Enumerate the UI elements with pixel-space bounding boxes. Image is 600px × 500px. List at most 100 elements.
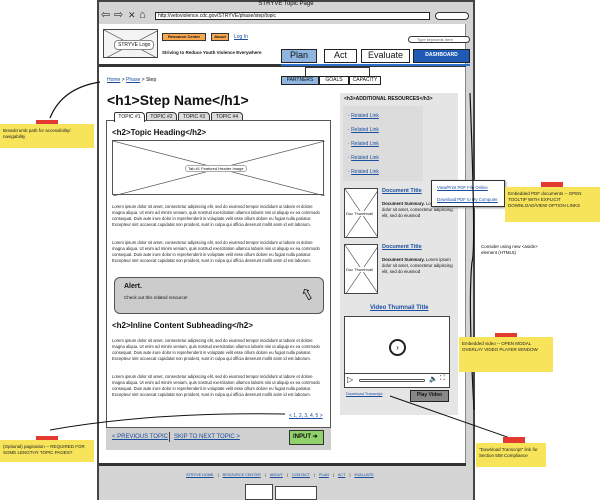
sticky-note-pagination: (Optional) pagination -- REQUIRED FOR SO… bbox=[0, 440, 94, 462]
input-label: INPUT bbox=[293, 434, 311, 440]
input-button[interactable]: INPUT ➔ bbox=[289, 430, 324, 445]
inline-subheading: <h2>Inline Content Subheading</h2> bbox=[112, 321, 253, 330]
tab-topic-1[interactable]: TOPIC #1 bbox=[114, 112, 145, 122]
subnav-capacity[interactable]: CAPACITY bbox=[349, 76, 381, 85]
divider bbox=[169, 432, 170, 442]
image-label: Tab #1 Featured Header Image bbox=[185, 165, 247, 172]
address-bar[interactable]: http://vetoviolence.cdc.gov/STRYVE/phase… bbox=[155, 12, 430, 20]
related-link[interactable]: Related Link bbox=[351, 155, 379, 161]
footer-divider bbox=[99, 463, 466, 466]
body-paragraph: Lorem ipsum dolor sit amet, consectetur … bbox=[112, 338, 320, 361]
nav-plan[interactable]: Plan bbox=[281, 49, 317, 63]
thumb-label: Doc Thumbnail bbox=[346, 211, 373, 216]
alert-text: Check out this related resource! bbox=[124, 295, 188, 300]
related-link[interactable]: Related Link bbox=[351, 113, 379, 119]
nav-underline bbox=[281, 64, 470, 66]
play-small-icon[interactable]: ▷ bbox=[347, 375, 354, 384]
pdf-tooltip: View/Print PDF File Online Download PDF … bbox=[431, 180, 505, 207]
download-pdf-link[interactable]: Download PDF to My Computer bbox=[437, 197, 498, 202]
video-title-link[interactable]: Video Thumnail Title bbox=[370, 305, 429, 311]
logo-label: STRYVE Logo bbox=[114, 40, 155, 50]
thumb-label: Doc Thumbnail bbox=[346, 267, 373, 272]
video-player[interactable]: › ▷ 🔈 ⛶ bbox=[344, 316, 450, 388]
view-pdf-link[interactable]: View/Print PDF File Online bbox=[437, 185, 488, 190]
summary-text: Lorem ipsum dolor sit amet, consectetur … bbox=[382, 257, 453, 274]
tab-topic-4[interactable]: TOPIC #4 bbox=[211, 112, 243, 121]
previous-topic-link[interactable]: < PREVIOUS TOPIC bbox=[112, 434, 168, 440]
footer-link[interactable]: STRYVE HOME bbox=[186, 473, 214, 477]
footer-link[interactable]: PLAN bbox=[318, 473, 329, 477]
stop-icon[interactable]: ✕ bbox=[128, 10, 136, 20]
pagination[interactable]: < 1, 2, 3, 4, 5 > bbox=[289, 413, 323, 419]
related-link[interactable]: Related Link bbox=[351, 169, 379, 175]
featured-header-image: Tab #1 Featured Header Image bbox=[112, 140, 325, 196]
footer-link[interactable]: ACT bbox=[337, 473, 346, 477]
body-paragraph: Lorem ipsum dolor sit amet, consectetur … bbox=[112, 204, 320, 227]
tagline: Striving to Reduce Youth Violence Everyw… bbox=[162, 50, 262, 55]
alert-title: Alert. bbox=[124, 283, 142, 290]
video-controls: ▷ 🔈 ⛶ bbox=[345, 373, 449, 387]
breadcrumb: Home > Phase > Step bbox=[107, 77, 156, 83]
document-summary: Document Summary. Lorem ipsum dolor sit … bbox=[382, 257, 454, 275]
sticky-tape bbox=[36, 436, 58, 442]
fullscreen-icon[interactable]: ⛶ bbox=[440, 375, 445, 382]
topic-nav-bar bbox=[106, 427, 331, 450]
related-link[interactable]: Related Link bbox=[351, 141, 379, 147]
breadcrumb-sep: > bbox=[121, 77, 125, 83]
forward-icon[interactable]: ⇨ bbox=[114, 9, 124, 21]
sticky-note-pdf: Embedded PDF documents -- OPEN TOOLTIP W… bbox=[505, 187, 600, 222]
breadcrumb-step: Step bbox=[145, 77, 157, 83]
sidebar-heading: <h3>ADDITIONAL RESOURCES</h3> bbox=[344, 96, 433, 102]
footer-link[interactable]: CONTACT bbox=[291, 473, 310, 477]
volume-icon[interactable]: 🔈 bbox=[429, 376, 438, 383]
sticky-tape bbox=[503, 437, 525, 443]
download-transcript-link[interactable]: Download Transcript bbox=[346, 391, 383, 396]
home-icon[interactable]: ⌂ bbox=[139, 9, 146, 21]
arrow-right-icon: ➔ bbox=[312, 434, 318, 440]
stryve-logo[interactable]: STRYVE Logo bbox=[103, 29, 158, 58]
login-link[interactable]: Log In bbox=[234, 34, 248, 40]
sticky-tape bbox=[495, 333, 517, 339]
subnav-goals[interactable]: GOALS bbox=[319, 76, 349, 85]
topic-heading: <h2>Topic Heading</h2> bbox=[112, 128, 207, 137]
tab-topic-2[interactable]: TOPIC #2 bbox=[146, 112, 177, 121]
sticky-note-transcript: "Download Transcript" link for Section 5… bbox=[476, 443, 546, 467]
subnav-partners[interactable]: PARTNERS bbox=[281, 76, 319, 85]
window-title: STRYVE Topic Page bbox=[258, 1, 314, 7]
footer-link[interactable]: EVALUATE bbox=[354, 473, 374, 477]
next-topic-link[interactable]: SKIP TO NEXT TOPIC > bbox=[174, 434, 240, 440]
aside-note: Consider using new <aside> element (HTML… bbox=[481, 244, 538, 255]
summary-label: Document Summary. bbox=[382, 201, 425, 206]
body-paragraph: Lorem ipsum dolor sit amet, consectetur … bbox=[112, 240, 320, 263]
related-link[interactable]: Related Link bbox=[351, 127, 379, 133]
page-title: <h1>Step Name</h1> bbox=[107, 92, 249, 108]
nav-evaluate[interactable]: Evaluate bbox=[361, 49, 410, 63]
browser-search[interactable] bbox=[435, 12, 469, 20]
progress-slider[interactable] bbox=[359, 379, 425, 382]
sticky-note-breadcrumb: Breadcrumb path for accessibility/ navig… bbox=[0, 124, 94, 148]
resource-center-button[interactable]: Resource Center bbox=[162, 33, 206, 41]
breadcrumb-sep: > bbox=[141, 77, 145, 83]
alert-box[interactable]: Alert. Check out this related resource! … bbox=[114, 277, 324, 314]
document-title-link[interactable]: Document Title bbox=[382, 188, 422, 194]
play-video-button[interactable]: Play Video bbox=[410, 390, 449, 402]
breadcrumb-home[interactable]: Home bbox=[107, 77, 121, 83]
sticky-tape bbox=[36, 120, 58, 126]
footer-links: STRYVE HOME| RESOURCE CENTER| ABOUT| CON… bbox=[186, 473, 374, 477]
tab-topic-3[interactable]: TOPIC #3 bbox=[178, 112, 210, 121]
document-title-link[interactable]: Document Title bbox=[382, 244, 422, 250]
body-paragraph: Lorem ipsum dolor sit amet, consectetur … bbox=[112, 374, 320, 397]
keyword-search-input[interactable]: Type keywords here bbox=[408, 36, 470, 43]
related-links-box bbox=[343, 106, 423, 181]
play-icon[interactable]: › bbox=[389, 339, 406, 356]
footer-link[interactable]: ABOUT bbox=[269, 473, 283, 477]
back-icon[interactable]: ⇦ bbox=[101, 9, 111, 21]
subnav-connector bbox=[305, 67, 370, 76]
doc-thumbnail[interactable]: Doc Thumbnail bbox=[344, 188, 378, 238]
nav-dashboard[interactable]: DASHBOARD bbox=[413, 49, 470, 63]
breadcrumb-phase[interactable]: Phase bbox=[126, 77, 141, 83]
doc-thumbnail[interactable]: Doc Thumbnail bbox=[344, 244, 378, 294]
footer-link[interactable]: RESOURCE CENTER bbox=[222, 473, 261, 477]
about-button[interactable]: About bbox=[211, 33, 229, 41]
nav-act[interactable]: Act bbox=[324, 49, 357, 63]
